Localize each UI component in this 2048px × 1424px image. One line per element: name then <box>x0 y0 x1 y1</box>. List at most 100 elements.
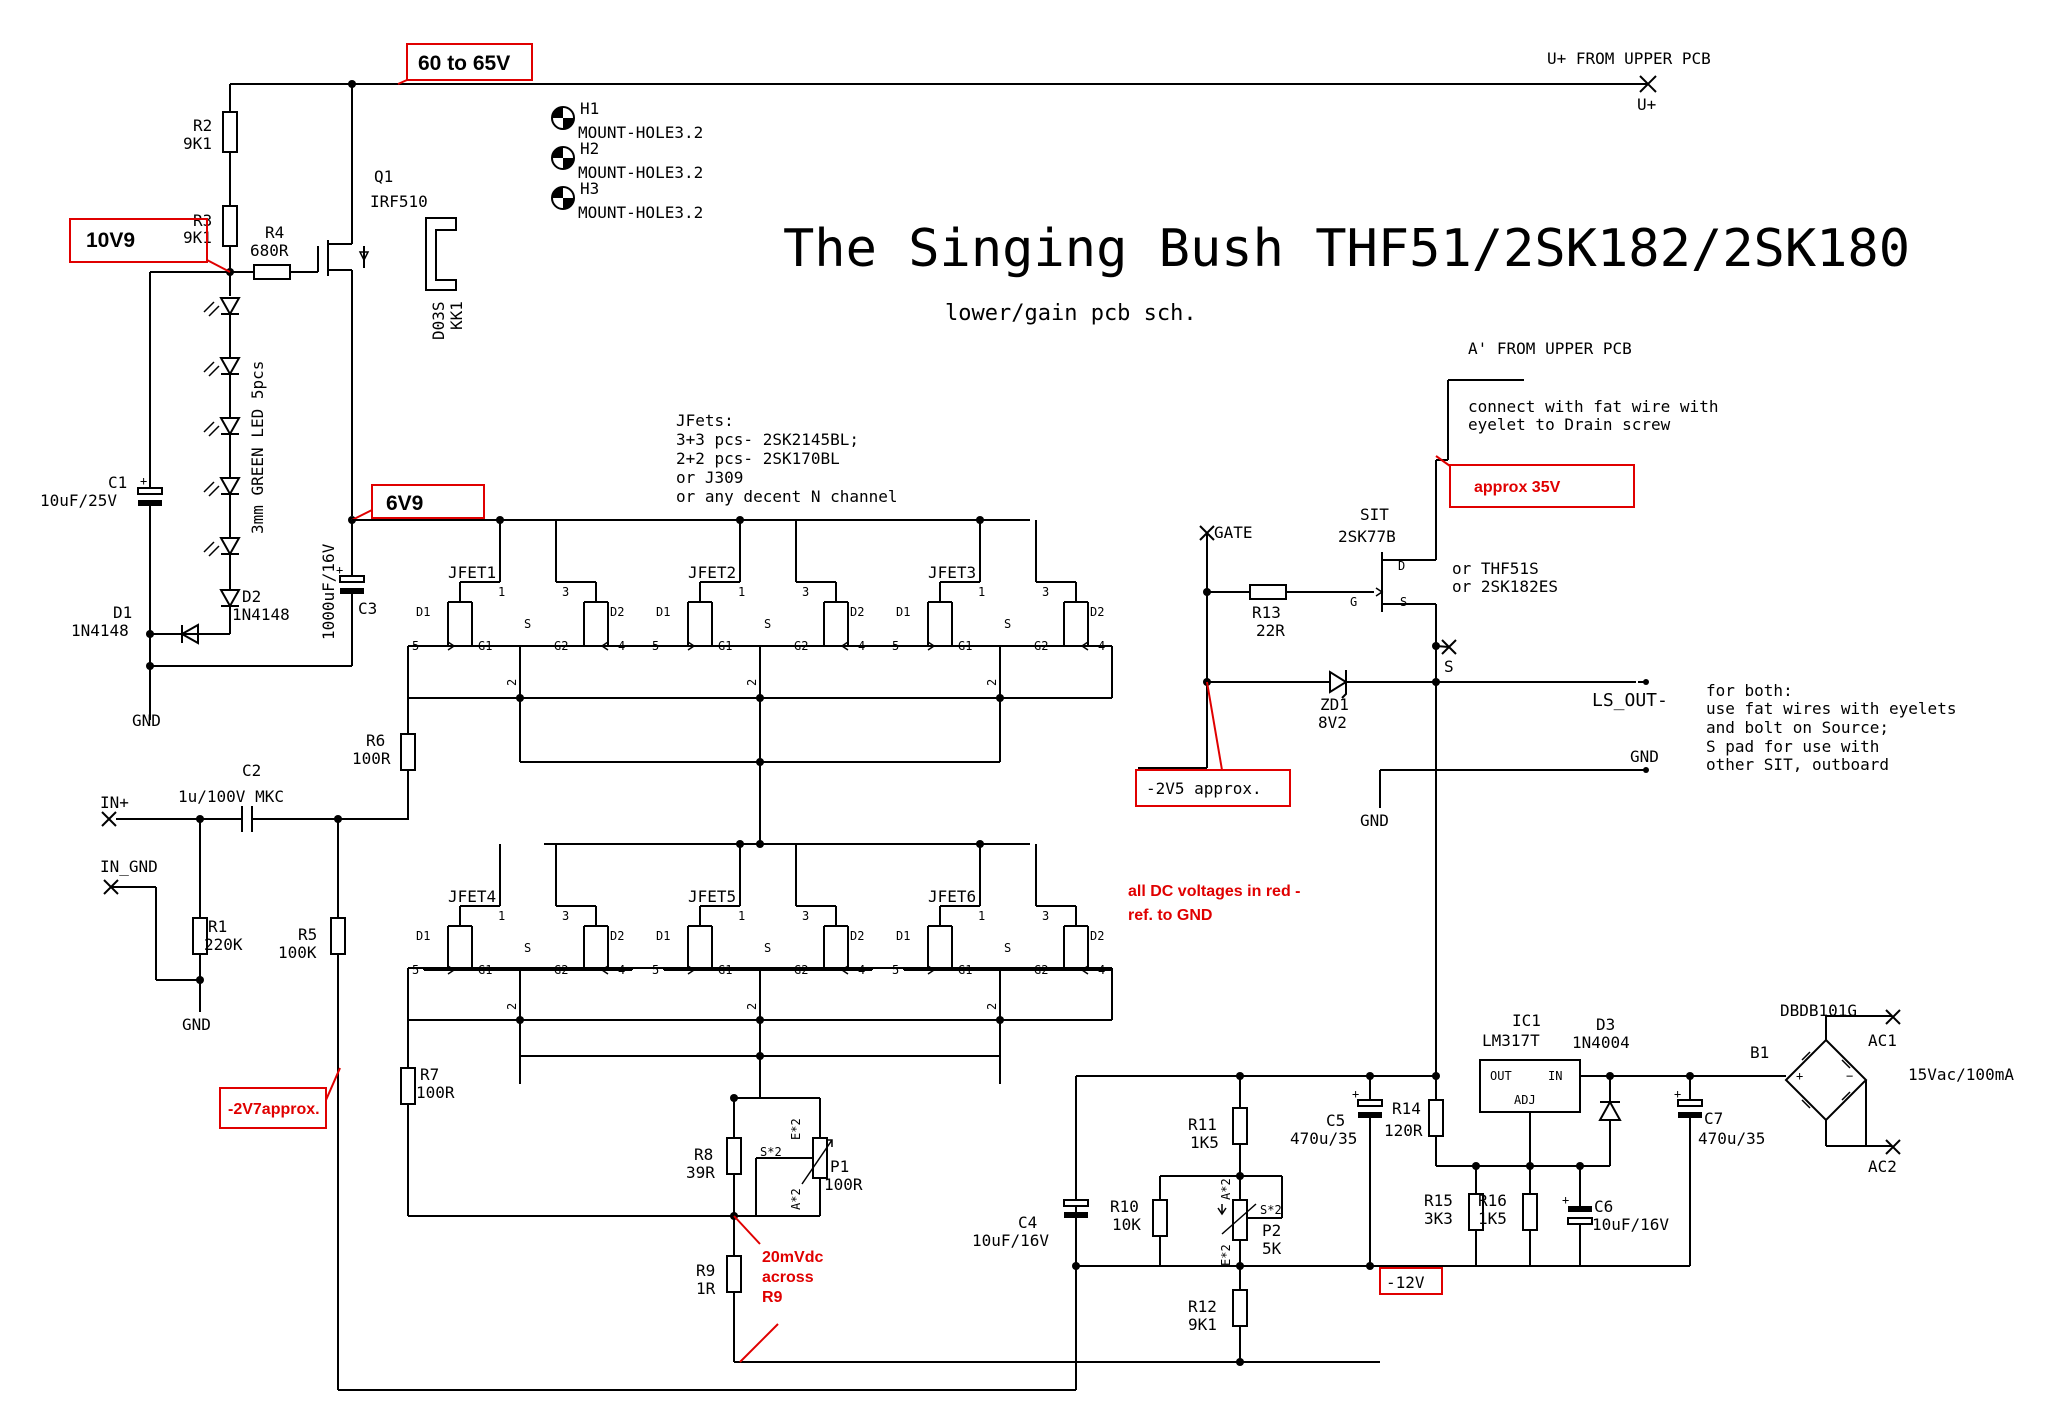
d3-ref: D3 <box>1596 1015 1615 1034</box>
r3-value: 9K1 <box>183 228 212 247</box>
jfet-3-pin-2: G1 <box>958 639 972 653</box>
jfet-4-pin-4: S <box>524 941 531 955</box>
jfets-note-line-5: or any decent N channel <box>676 487 898 506</box>
jfets-note-line-2: 3+3 pcs- 2SK2145BL; <box>676 430 859 449</box>
d1-ref: D1 <box>113 603 132 622</box>
c5-capacitor <box>1357 1099 1383 1107</box>
jfets-note-line-3: 2+2 pcs- 2SK170BL <box>676 449 840 468</box>
jfet-2-pin-5: 1 <box>738 585 745 599</box>
gnd-label-right: GND <box>1630 747 1659 766</box>
ac-spec-label: 15Vac/100mA <box>1908 1065 2014 1084</box>
p2-pin-s: S*2 <box>1260 1203 1282 1217</box>
jfet-3-label: JFET3 <box>928 563 976 582</box>
r16-resistor <box>1522 1193 1538 1231</box>
ic1-regulator: OUT IN ADJ IC1 LM317T <box>1479 1011 1690 1166</box>
r2-resistor <box>222 111 238 153</box>
jfet-1-pin-8: 4 <box>618 639 625 653</box>
r11-value: 1K5 <box>1190 1133 1219 1152</box>
sit-value: 2SK77B <box>1338 527 1396 546</box>
r6-ref: R6 <box>366 731 385 750</box>
p1-pin-e: E*2 <box>789 1118 803 1140</box>
svg-text:+: + <box>140 474 147 488</box>
voltage-tag-12v: -12V <box>1379 1267 1443 1295</box>
c5-ref: C5 <box>1326 1111 1345 1130</box>
jfet-1-pin-4: S <box>524 617 531 631</box>
ic1-pin-adj: ADJ <box>1514 1093 1536 1107</box>
c1-value: 10uF/25V <box>40 491 117 510</box>
both-note-1: for both: <box>1706 681 1793 700</box>
dc-note-line-2: ref. to GND <box>1128 907 1212 924</box>
input-section: IN+ C2 1u/100V MKC IN_GND R1 220K GND R5… <box>100 761 1076 1391</box>
c7-value: 470u/35 <box>1698 1129 1765 1148</box>
gnd-label-sit: GND <box>1360 811 1389 830</box>
r6-value: 100R <box>352 749 391 768</box>
jfet-3-pin-1: D2 <box>1090 605 1104 619</box>
r4-ref: R4 <box>265 223 284 242</box>
r1-value: 220K <box>204 935 243 954</box>
q1-ref: Q1 <box>374 167 393 186</box>
voltage-35v: approx 35V <box>1474 479 1561 496</box>
jfet-5-pin-3: G2 <box>794 963 808 977</box>
c3-ref: C3 <box>358 599 377 618</box>
source-output: S ZD1 8V2 LS_OUT- GND GND for both: use … <box>1207 639 1956 1076</box>
jfet-4-pin-3: G2 <box>554 963 568 977</box>
mount-hole-h1: H1 MOUNT-HOLE3.2 <box>551 99 703 142</box>
h2-ref: H2 <box>580 139 599 158</box>
connect-note-1: connect with fat wire with <box>1468 397 1718 416</box>
c5-value: 470u/35 <box>1290 1129 1357 1148</box>
a-from-label: A' FROM UPPER PCB <box>1468 339 1632 358</box>
d2-ref: D2 <box>242 587 261 606</box>
jfet-6-pin-1: D2 <box>1090 929 1104 943</box>
r10-resistor <box>1152 1199 1168 1237</box>
voltage-tag-60v: 60 to 65V <box>397 43 533 85</box>
voltage-gate: -2V5 approx. <box>1146 779 1262 798</box>
jfet-2-pin-8: 4 <box>858 639 865 653</box>
svg-text:+: + <box>1674 1087 1681 1101</box>
jfet-6-pin-6: 3 <box>1042 909 1049 923</box>
r1-ref: R1 <box>208 917 227 936</box>
c7-capacitor: + C7 470u/35 <box>1674 1072 1765 1266</box>
b1-bridge: + − DBDB101G B1 AC1 AC2 15Vac/100mA <box>1690 1001 2014 1176</box>
jfet-6-pin-8: 4 <box>1098 963 1105 977</box>
p2-ref: P2 <box>1262 1221 1281 1240</box>
jfet-5-pin-7: 5 <box>652 963 659 977</box>
sit-ref: SIT <box>1360 505 1389 524</box>
p2-trimmer[interactable] <box>1232 1199 1248 1241</box>
jfet-4-label: JFET4 <box>448 887 496 906</box>
ac2-label: AC2 <box>1868 1157 1897 1176</box>
r8-ref: R8 <box>694 1145 713 1164</box>
s-pad-label: S <box>1444 657 1454 676</box>
r16-value: 1K5 <box>1478 1209 1507 1228</box>
jfet-3-pin-3: G2 <box>1034 639 1048 653</box>
jfet-1-pin-2: 2 <box>505 679 519 686</box>
kk1-ref: KK1 <box>447 301 466 330</box>
voltage-tag-6v9: 6V9 <box>351 484 485 521</box>
r14-ref: R14 <box>1392 1099 1421 1118</box>
zd1-ref: ZD1 <box>1320 695 1349 714</box>
r13-resistor <box>1249 584 1287 600</box>
r3-resistor <box>222 205 238 247</box>
ac1-label: AC1 <box>1868 1031 1897 1050</box>
negative-supply: C4 10uF/16V R11 1K5 R10 10K S*2 A*2 E*2 … <box>972 1001 2014 1390</box>
mount-hole-h2: H2 MOUNT-HOLE3.2 <box>551 139 703 182</box>
c3-value: 1000uF/16V <box>319 543 338 640</box>
jfet-1-pin-3: G2 <box>554 639 568 653</box>
r13-ref: R13 <box>1252 603 1281 622</box>
c4-capacitor <box>1063 1199 1089 1207</box>
svg-text:+: + <box>336 563 343 577</box>
jfet-6-pin-2: G1 <box>958 963 972 977</box>
jfet-2-pin-2: 2 <box>745 679 759 686</box>
jfet-3-pin-2: 2 <box>985 679 999 686</box>
r7-ref: R7 <box>420 1065 439 1084</box>
gnd-label-input: GND <box>182 1015 211 1034</box>
h1-ref: H1 <box>580 99 599 118</box>
both-note-2: use fat wires with eyelets <box>1706 699 1956 718</box>
note-r9-line-3: R9 <box>762 1289 783 1306</box>
jfet-6-pin-3: G2 <box>1034 963 1048 977</box>
r7-resistor: R7 100R <box>400 1020 734 1217</box>
jfet-5-pin-2: G1 <box>718 963 732 977</box>
note-r9: 20mVdc across R9 <box>733 1215 823 1363</box>
